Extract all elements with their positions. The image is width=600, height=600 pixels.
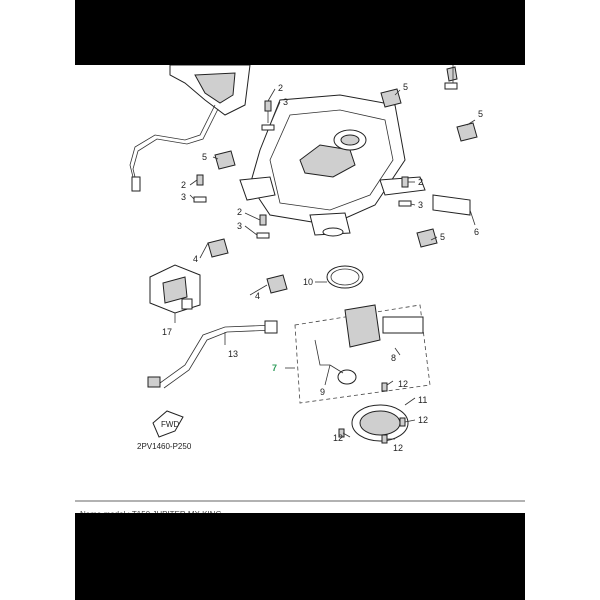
- fuel-hose-part: [147, 320, 278, 389]
- bolt-set: [193, 66, 478, 294]
- callout-2: 2: [181, 180, 186, 190]
- bottom-black-bar: [75, 513, 525, 600]
- callout-3: 3: [237, 221, 242, 231]
- callout-11: 11: [418, 395, 427, 405]
- leader-lines: [174, 65, 476, 440]
- fuel-pump-assembly: [294, 265, 431, 404]
- fwd-arrow: FWD: [152, 410, 184, 438]
- parts-diagram: 1 2 3 5 5 5 2 3 2 3 2 3 4 4 5 6 10 17 13…: [75, 65, 525, 513]
- callout-12: 12: [398, 379, 408, 389]
- callout-10: 10: [303, 277, 313, 287]
- diagram-code: 2PV1460-P250: [137, 442, 192, 451]
- callout-2: 2: [237, 207, 242, 217]
- right-margin: [525, 0, 600, 600]
- model-caption: Nama model : T150 JUPITER MX KING: [80, 508, 380, 515]
- callout-12: 12: [333, 433, 343, 443]
- bracket-part: [149, 264, 201, 314]
- fwd-label: FWD: [161, 420, 179, 429]
- seat-frame-part: [129, 65, 251, 192]
- callout-12: 12: [418, 415, 428, 425]
- callout-5: 5: [403, 82, 408, 92]
- callout-12: 12: [393, 443, 403, 453]
- callout-4: 4: [193, 254, 198, 264]
- callout-3: 3: [283, 97, 288, 107]
- callout-5: 5: [478, 109, 483, 119]
- callout-numbers: 1 2 3 5 5 5 2 3 2 3 2 3 4 4 5 6 10 17 13…: [162, 82, 483, 453]
- callout-7: 7: [272, 363, 277, 373]
- callout-9: 9: [320, 387, 325, 397]
- callout-4: 4: [255, 291, 260, 301]
- callout-13: 13: [228, 349, 238, 359]
- fuel-tank-part: [239, 94, 426, 237]
- top-black-bar: [75, 0, 525, 65]
- callout-2: 2: [278, 83, 283, 93]
- callout-2: 2: [418, 177, 423, 187]
- callout-6: 6: [474, 227, 479, 237]
- callout-8: 8: [391, 353, 396, 363]
- callout-3: 3: [181, 192, 186, 202]
- left-margin: [0, 0, 75, 600]
- callout-5: 5: [440, 232, 445, 242]
- pump-plate-part: [338, 382, 409, 444]
- callout-17: 17: [162, 327, 172, 337]
- callout-3: 3: [418, 200, 423, 210]
- callout-5: 5: [202, 152, 207, 162]
- fuel-tank-exploded-view: 1 2 3 5 5 5 2 3 2 3 2 3 4 4 5 6 10 17 13…: [75, 65, 525, 502]
